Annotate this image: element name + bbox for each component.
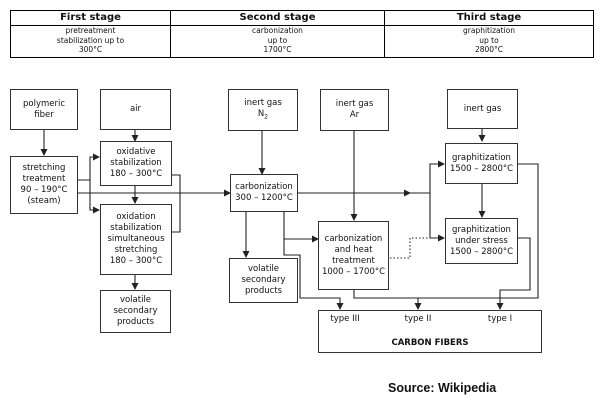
oxidative-stabilization-box: oxidative stabilization 180 – 300°C [100, 141, 172, 186]
inert-gas-box-3: inert gas [447, 89, 518, 129]
graphitization-box: graphitization 1500 – 2800°C [445, 143, 518, 184]
arrow-oxidative-to-carbonization [172, 174, 231, 197]
stage-third: Third stage graphitization up to 2800°C [385, 11, 593, 57]
carbon-fibers-label: CARBON FIBERS [391, 338, 469, 348]
arrow-to-graph2 [429, 193, 445, 242]
stage-line: up to [479, 35, 499, 45]
stage-line: stabilization up to [56, 35, 125, 45]
stage-description: pretreatment stabilization up to 300°C [11, 26, 170, 55]
arrow-stretch-to-oxidative [78, 153, 100, 181]
stage-line: 300°C [78, 45, 103, 54]
arrow-carbheat-to-type2 [353, 290, 422, 310]
type-2-label: type II [404, 314, 432, 324]
stretching-treatment-box: stretching treatment 90 – 190°C (steam) [10, 156, 78, 214]
n2-letter: N [257, 108, 265, 119]
arrow-to-graph1 [410, 160, 445, 194]
stage-table: First stage pretreatment stabilization u… [10, 10, 594, 58]
stage-title: Third stage [385, 11, 593, 26]
carbon-fibers-box [318, 310, 542, 353]
arrow-carbonization-to-carbheat [283, 212, 319, 243]
stage-title: First stage [11, 11, 170, 26]
inert-gas-n2-box: inert gas N2 [228, 89, 298, 131]
oxidation-stretching-box: oxidation stabilization simultaneous str… [100, 204, 172, 275]
inert-gas-ar-box: inert gas Ar [320, 89, 389, 131]
type-1-label: type I [487, 314, 513, 324]
stage-description: graphitization up to 2800°C [385, 26, 593, 55]
stage-line: pretreatment [65, 26, 116, 35]
arrow-to-type3 [283, 239, 344, 310]
source-credit: Source: Wikipedia [388, 381, 497, 395]
polymeric-fiber-box: polymeric fiber [10, 89, 78, 130]
stage-description: carbonization up to 1700°C [171, 26, 384, 55]
air-box: air [100, 89, 171, 130]
n2-formula: N2 [258, 109, 268, 123]
volatile-products-box-1: volatile secondary products [100, 290, 171, 333]
stage-line: up to [267, 35, 288, 45]
dotted-carbheat-to-graph2 [390, 237, 430, 259]
stage-line: 1700°C [263, 45, 292, 54]
stage-line: carbonization [252, 26, 303, 35]
stage-second: Second stage carbonization up to 1700°C [171, 11, 385, 57]
stage-first: First stage pretreatment stabilization u… [11, 11, 171, 57]
stage-line: graphitization [463, 26, 515, 35]
type-3-label: type III [330, 314, 360, 324]
arrow-graph2-to-type1 [496, 237, 531, 310]
n2-subscript: 2 [264, 113, 269, 121]
inert-gas-label: inert gas [244, 97, 282, 108]
line-oxidation-to-carbonization [172, 193, 181, 233]
graphitization-under-stress-box: graphitization under stress 1500 – 2800°… [445, 218, 518, 264]
stage-title: Second stage [171, 11, 384, 26]
arrow-stretch-to-oxidation [89, 180, 100, 214]
carbonization-box: carbonization 300 – 1200°C [230, 174, 298, 212]
carbonization-heat-treatment-box: carbonization and heat treatment 1000 – … [318, 221, 389, 290]
line-graph1-to-type2 [418, 163, 539, 299]
volatile-products-box-2: volatile secondary products [229, 258, 298, 303]
stage-line: 2800°C [474, 45, 504, 54]
